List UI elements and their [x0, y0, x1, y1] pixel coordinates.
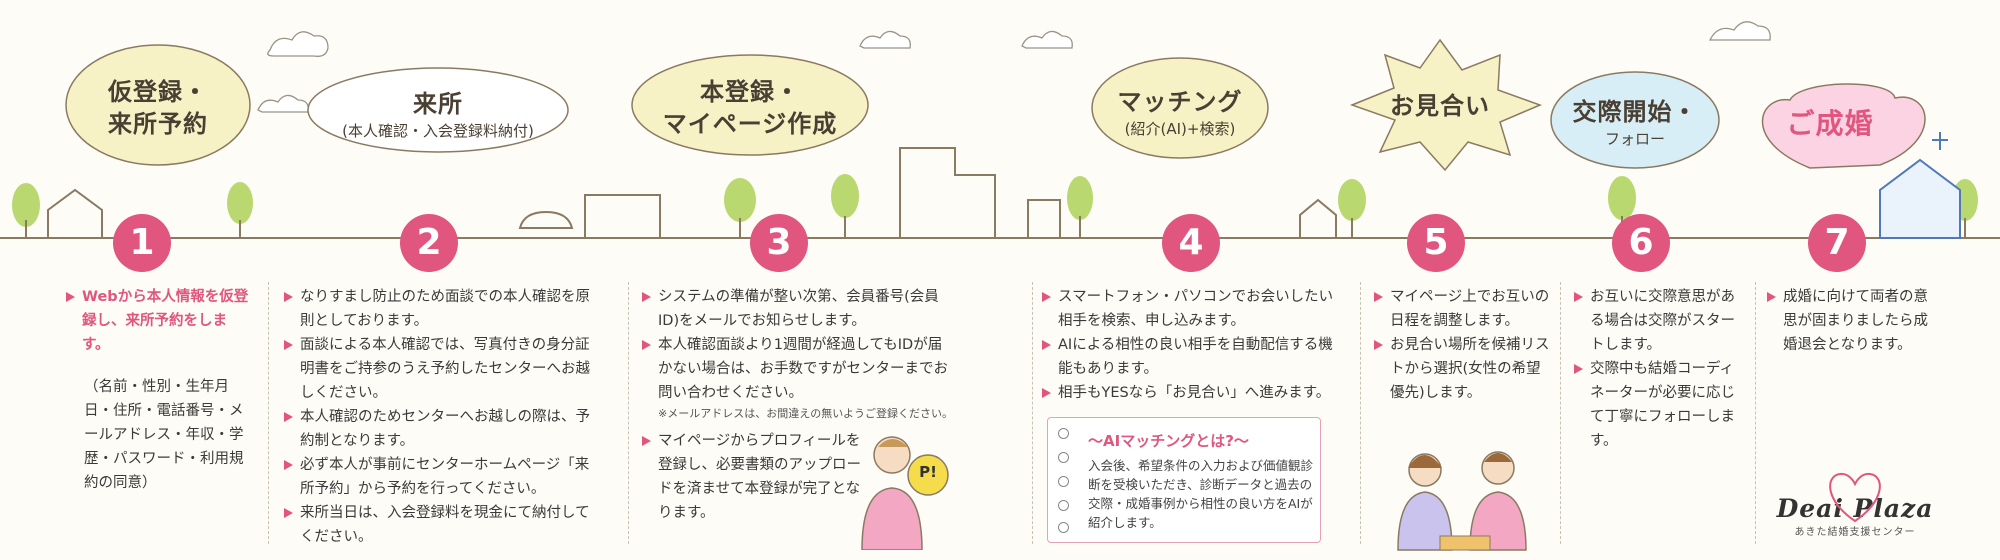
list-item: お見合い場所を候補リストから選択(女性の希望優先)します。 — [1372, 333, 1550, 405]
list-item: マイページ上でお互いの日程を調整します。 — [1372, 285, 1550, 333]
step-7-title: ご成婚 — [1786, 107, 1874, 140]
step-number-3: 3 — [750, 214, 808, 272]
bubble-step-2 — [307, 67, 569, 153]
ai-matching-box: ～AIマッチングとは?～ 入会後、希望条件の入力および価値観診断を受検いただき、… — [1047, 417, 1321, 543]
bubble-step-6 — [1550, 71, 1720, 169]
building — [899, 147, 996, 238]
heart-icon — [1829, 472, 1881, 523]
ai-box-title: ～AIマッチングとは?～ — [1088, 432, 1249, 450]
step-6-description: お互いに交際意思がある場合は交際がスタートします。 交際中も結婚コーディネーター… — [1572, 285, 1747, 453]
p-badge: P! — [919, 463, 937, 481]
bubble-step-3 — [631, 54, 869, 156]
step-3-description: システムの準備が整い次第、会員番号(会員ID)をメールでお知らせします。 本人確… — [640, 285, 955, 525]
bubble-step-5 — [1349, 38, 1543, 172]
column-divider — [1032, 282, 1033, 544]
bubble-step-7 — [1761, 83, 1926, 169]
step-number-4: 4 — [1162, 214, 1220, 272]
church — [1879, 132, 1961, 239]
column-divider — [1755, 282, 1756, 544]
step-number-7: 7 — [1808, 214, 1866, 272]
list-item: 必ず本人が事前にセンターホームページ「来所予約」から予約を行ってください。 — [282, 453, 592, 501]
column-divider — [628, 282, 629, 544]
step-4-title: マッチング (紹介(AI)+検索) — [1117, 88, 1243, 138]
step-5-title: お見合い — [1390, 92, 1490, 120]
step-1-note: （名前・性別・生年月日・住所・電話番号・メールアドレス・年収・学歴・パスワード・… — [84, 379, 244, 491]
cloud — [267, 31, 329, 57]
step-1-description: Webから本人情報を仮登録し、来所予約をします。 （名前・性別・生年月日・住所・… — [64, 285, 254, 495]
logo-name: Deai Plaza — [1776, 494, 1934, 523]
list-item: 来所当日は、入会登録料を現金にて納付してください。 — [282, 501, 592, 549]
list-item: マイページからプロフィールを登録し、必要書類のアップロードを済ませて本登録が完了… — [640, 429, 873, 525]
cloud — [859, 30, 911, 49]
staff-illustration — [861, 436, 949, 550]
step-1-title: 仮登録・ 来所予約 — [108, 78, 208, 138]
tree — [227, 182, 253, 224]
list-item: スマートフォン・パソコンでお会いしたい相手を検索、申し込みます。 — [1040, 285, 1340, 333]
bubble-step-1 — [65, 44, 251, 166]
list-item: システムの準備が整い次第、会員番号(会員ID)をメールでお知らせします。 — [640, 285, 955, 333]
step-2-title: 来所 (本人確認・入会登録料納付) — [342, 90, 534, 140]
ai-box-body: 入会後、希望条件の入力および価値観診断を受検いただき、診断データと過去の交際・成… — [1088, 458, 1314, 530]
list-item: 本人確認面談より1週間が経過してもIDが届かない場合は、お手数ですがセンターまで… — [640, 333, 955, 405]
list-item: お互いに交際意思がある場合は交際がスタートします。 — [1572, 285, 1747, 357]
cloud — [1021, 30, 1073, 49]
list-item: 成婚に向けて両者の意思が固まりましたら成婚退会となります。 — [1765, 285, 1940, 357]
column-divider — [1360, 282, 1361, 544]
cloud — [257, 94, 309, 113]
list-item: AIによる相性の良い相手を自動配信する機能もあります。 — [1040, 333, 1340, 381]
list-item: 交際中も結婚コーディネーターが必要に応じて丁寧にフォローします。 — [1572, 357, 1747, 453]
building — [1027, 199, 1061, 238]
list-item: 本人確認のためセンターへお越しの際は、予約制となります。 — [282, 405, 592, 453]
house — [47, 188, 103, 238]
list-item: 面談による本人確認では、写真付きの身分証明書をご持参のうえ予約したセンターへお越… — [282, 333, 592, 405]
step-number-2: 2 — [400, 214, 458, 272]
step-number-1: 1 — [113, 214, 171, 272]
house — [1299, 198, 1337, 238]
logo-subtitle: あきた結婚支援センター — [1794, 527, 1916, 538]
couple-illustration — [1397, 451, 1527, 551]
deai-plaza-logo: Deai Plaza あきた結婚支援センター — [1740, 472, 1970, 554]
step-6-title: 交際開始・ フォロー — [1572, 98, 1698, 148]
bubble-step-4 — [1091, 57, 1269, 159]
email-note: ※メールアドレスは、お間違えの無いようご登録ください。 — [658, 407, 953, 420]
step-number-5: 5 — [1407, 214, 1465, 272]
list-item: 相手もYESなら「お見合い」へ進みます。 — [1040, 381, 1340, 405]
step-3-title: 本登録・ マイページ作成 — [662, 78, 838, 138]
cloud — [1708, 21, 1771, 41]
building — [584, 194, 661, 238]
tree — [1067, 176, 1093, 220]
list-item: なりすまし防止のため面談での本人確認を原則としております。 — [282, 285, 592, 333]
column-divider — [1560, 282, 1561, 544]
column-divider — [268, 282, 269, 544]
step-4-description: スマートフォン・パソコンでお会いしたい相手を検索、申し込みます。 AIによる相性… — [1040, 285, 1340, 405]
tree — [1608, 176, 1636, 220]
tree — [12, 183, 40, 227]
step-number-6: 6 — [1612, 214, 1670, 272]
tree — [1338, 179, 1366, 221]
step-7-description: 成婚に向けて両者の意思が固まりましたら成婚退会となります。 — [1765, 285, 1940, 357]
tree — [831, 174, 859, 218]
step-5-description: マイページ上でお互いの日程を調整します。 お見合い場所を候補リストから選択(女性… — [1372, 285, 1550, 405]
tree — [724, 178, 756, 222]
car — [518, 210, 574, 229]
step-2-description: なりすまし防止のため面談での本人確認を原則としております。 面談による本人確認で… — [282, 285, 592, 549]
step-1-lead: Webから本人情報を仮登録し、来所予約をします。 — [64, 285, 254, 357]
